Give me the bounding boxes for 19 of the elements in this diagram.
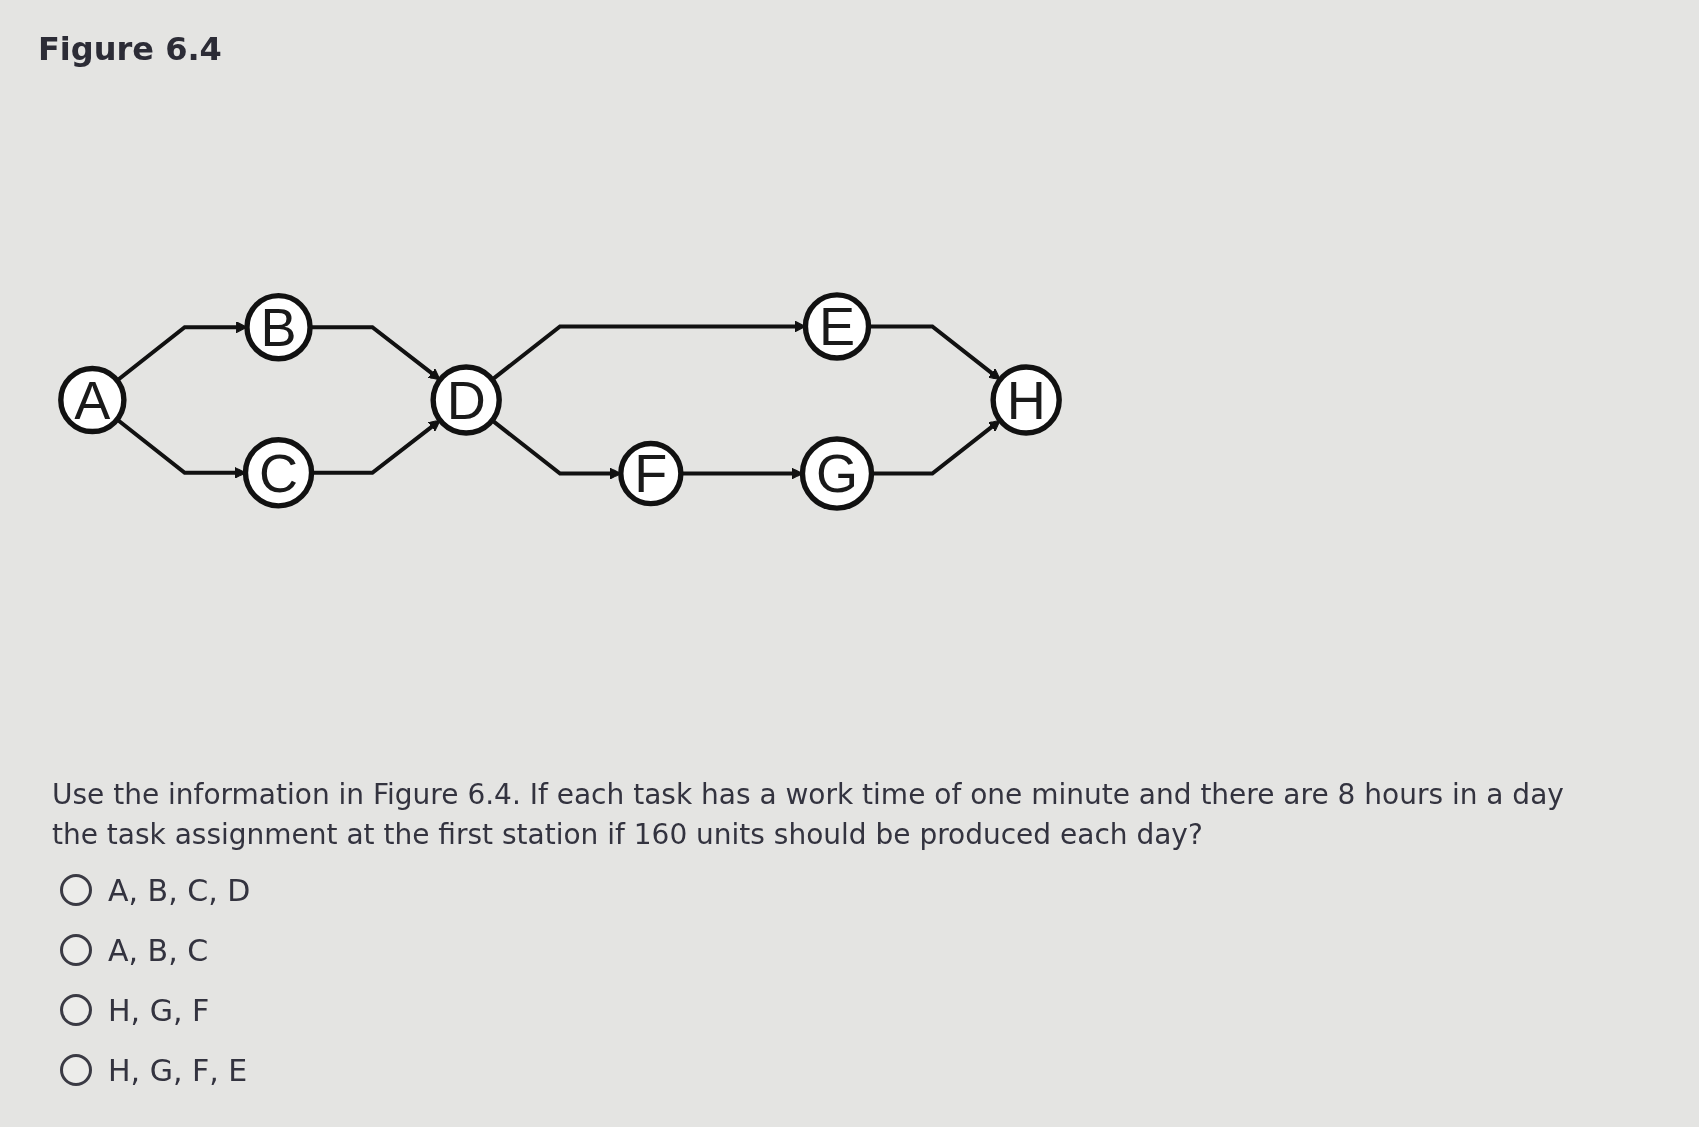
arrow	[871, 419, 1001, 476]
answer-option: H, G, F, E	[108, 1052, 248, 1088]
node-circle: C	[242, 437, 315, 509]
arrow	[310, 325, 441, 381]
answer-option: H, G, F	[108, 992, 210, 1028]
node-circle: A	[58, 365, 127, 435]
arrow	[311, 419, 441, 475]
arrow	[868, 324, 1001, 381]
figure-title: Figure 6.4	[38, 30, 222, 68]
node-circle: D	[430, 364, 502, 436]
node-circle: F	[618, 440, 684, 507]
answer-option: A, B, C	[108, 932, 209, 968]
node-circle: H	[990, 364, 1062, 436]
node-circle: E	[802, 292, 872, 361]
question-text: Use the information in Figure 6.4. If each task has a work time of one minute and there are 8 hours in a day the task assignment at the first station if 160 units should be produced each day?	[52, 777, 1565, 853]
node-circle: G	[799, 436, 875, 511]
answer-option: A, B, C, D	[108, 872, 251, 908]
arrow	[680, 467, 803, 480]
node-circle: B	[244, 292, 313, 362]
